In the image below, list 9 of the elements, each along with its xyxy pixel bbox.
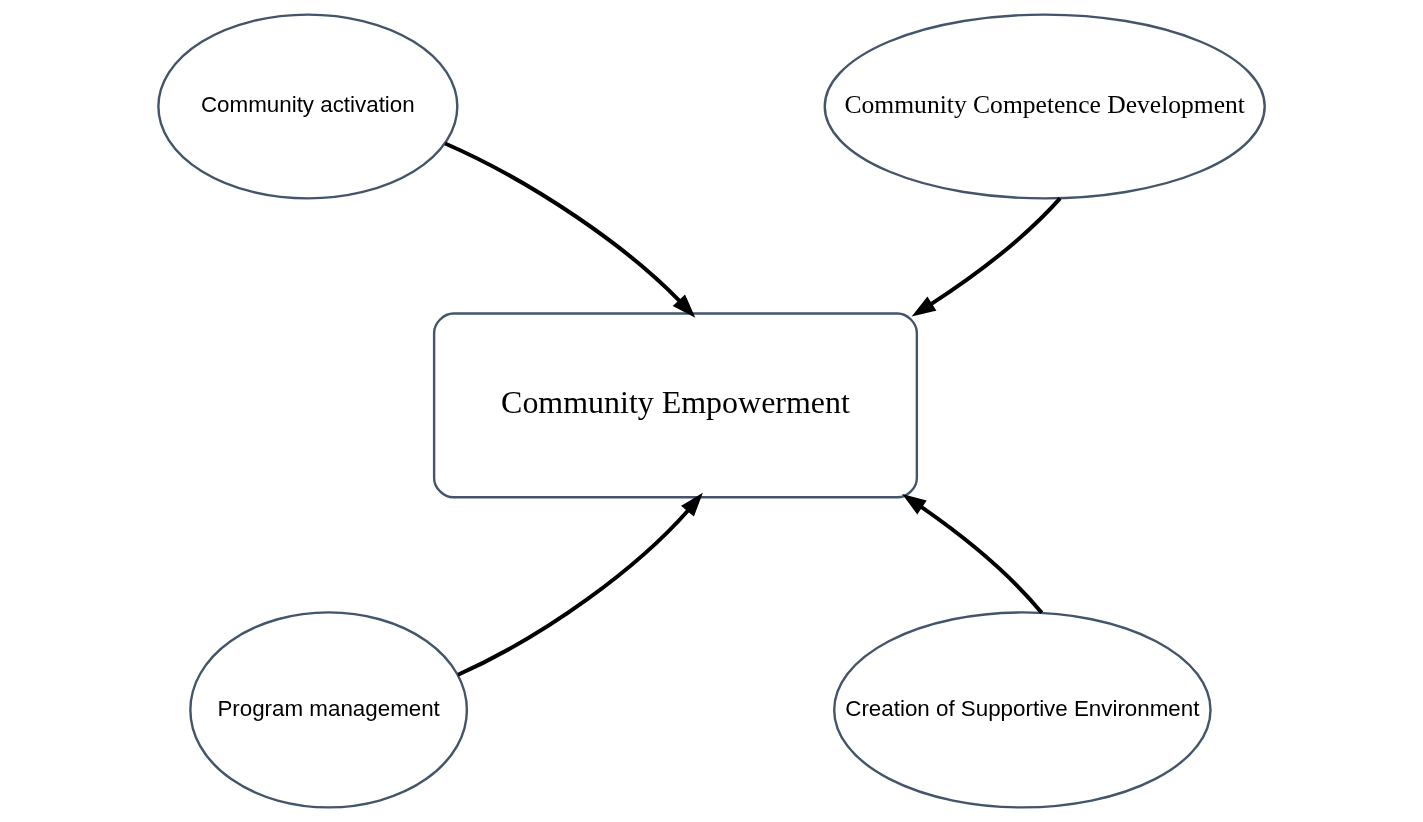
node-ellipse: Creation of Supportive Environment (832, 611, 1212, 809)
node-ellipse: Community activation (157, 13, 459, 200)
arrow (911, 197, 1062, 317)
node-ellipse: Community Competence Development (823, 13, 1266, 200)
arrow (457, 492, 703, 677)
node-ellipse: Program management (189, 611, 469, 809)
arrow (444, 141, 696, 318)
node-box: Community Empowerment (432, 312, 919, 499)
arrow (902, 494, 1044, 615)
